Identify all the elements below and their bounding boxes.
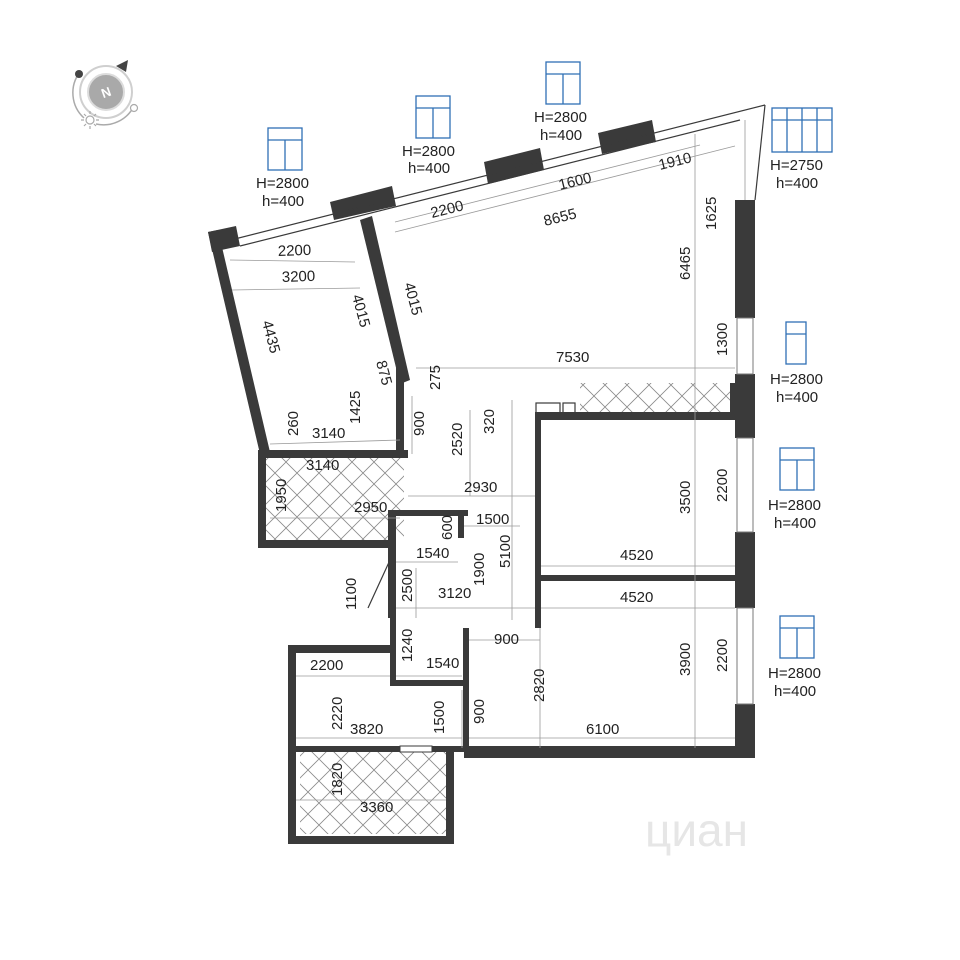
- dim-label: 600: [439, 515, 456, 540]
- dim-label: 2520: [449, 423, 466, 456]
- dimension-lines: [229, 120, 746, 801]
- window-sill-label: h=400: [408, 160, 450, 177]
- dim-label: 2950: [354, 499, 387, 516]
- dim-label: 3200: [282, 268, 316, 286]
- loggia-west: [266, 455, 404, 540]
- dim-label: 275: [427, 365, 444, 390]
- dim-label: 1950: [273, 479, 290, 512]
- dim-label: 2500: [399, 569, 416, 602]
- window-height-label: H=2750: [770, 157, 823, 174]
- dim-label: 900: [471, 699, 488, 724]
- dim-label: 3820: [350, 721, 383, 738]
- dim-label: 2200: [278, 242, 312, 260]
- dim-label: 1625: [703, 197, 720, 230]
- dim-label: 1100: [343, 578, 360, 610]
- dim-label: 1425: [347, 391, 364, 424]
- dim-label: 1820: [329, 763, 346, 796]
- window-spec: H=2800 h=400: [768, 447, 821, 532]
- dim-label: 2200: [310, 657, 343, 674]
- dim-label: 1540: [426, 655, 459, 672]
- dim-label: 2930: [464, 479, 497, 496]
- window-sill-label: h=400: [776, 175, 818, 192]
- sun-icon: [81, 111, 99, 129]
- dim-label: 8655: [542, 205, 578, 230]
- dim-label: 1300: [714, 323, 731, 356]
- window-spec: H=2800 h=400: [768, 615, 821, 700]
- compass: N: [72, 60, 139, 129]
- dim-label: 3900: [677, 643, 694, 676]
- window-sill-label: h=400: [262, 193, 304, 210]
- outer-walls: [208, 104, 766, 844]
- dim-label: 4015: [348, 293, 373, 330]
- dim-label: 900: [411, 411, 428, 436]
- dimension-labels: 2200 1600 1910 8655 2200 3200 4015 4015 …: [258, 149, 731, 816]
- dim-label: 2200: [429, 197, 465, 222]
- window-spec: H=2800 h=400: [256, 127, 309, 210]
- dim-label: 3500: [677, 481, 694, 514]
- window-sill-label: h=400: [776, 389, 818, 406]
- window-sill-label: h=400: [774, 683, 816, 700]
- dim-label: 2220: [329, 697, 346, 730]
- dim-label: 6100: [586, 721, 619, 738]
- dim-label: 875: [372, 359, 395, 388]
- window-sill-label: h=400: [540, 127, 582, 144]
- window-spec: H=2800 h=400: [770, 321, 823, 406]
- window-spec: H=2750 h=400: [770, 107, 833, 192]
- dim-label: 1900: [471, 553, 488, 586]
- dim-label: 1600: [557, 169, 593, 194]
- window-spec: H=2800 h=400: [402, 95, 455, 177]
- dim-label: 1500: [431, 701, 448, 734]
- window-height-label: H=2800: [256, 175, 309, 192]
- dim-label: 3360: [360, 799, 393, 816]
- watermark: циан: [645, 804, 748, 856]
- window-height-label: H=2800: [768, 497, 821, 514]
- dim-label: 900: [494, 631, 519, 648]
- dim-label: 4520: [620, 589, 653, 606]
- window-spec: H=2800 h=400: [534, 61, 587, 144]
- dim-label: 1540: [416, 545, 449, 562]
- dim-label: 6465: [677, 247, 694, 280]
- window-height-label: H=2800: [402, 143, 455, 160]
- dim-label: 260: [285, 411, 302, 436]
- dim-label: 5100: [497, 535, 514, 568]
- dim-label: 2200: [714, 639, 731, 672]
- window-height-label: H=2800: [770, 371, 823, 388]
- door-swing: [367, 559, 391, 609]
- dim-label: 320: [481, 409, 498, 434]
- dim-label: 3140: [312, 425, 345, 442]
- dim-label: 4520: [620, 547, 653, 564]
- dim-label: 7530: [556, 349, 589, 366]
- dim-label: 2200: [714, 469, 731, 502]
- dim-label: 3140: [306, 457, 339, 474]
- loggia-east-strip: [580, 383, 730, 415]
- loggia-south: [300, 752, 446, 834]
- dim-label: 1240: [399, 629, 416, 662]
- dim-label: 1500: [476, 511, 509, 528]
- dim-label: 4015: [400, 281, 425, 318]
- window-sill-label: h=400: [774, 515, 816, 532]
- dim-label: 4435: [258, 319, 283, 356]
- dim-label: 1910: [657, 149, 693, 174]
- dim-label: 3120: [438, 585, 471, 602]
- window-height-label: H=2800: [534, 109, 587, 126]
- dim-label: 2820: [531, 669, 548, 702]
- window-height-label: H=2800: [768, 665, 821, 682]
- north-arrow-icon: [116, 60, 128, 72]
